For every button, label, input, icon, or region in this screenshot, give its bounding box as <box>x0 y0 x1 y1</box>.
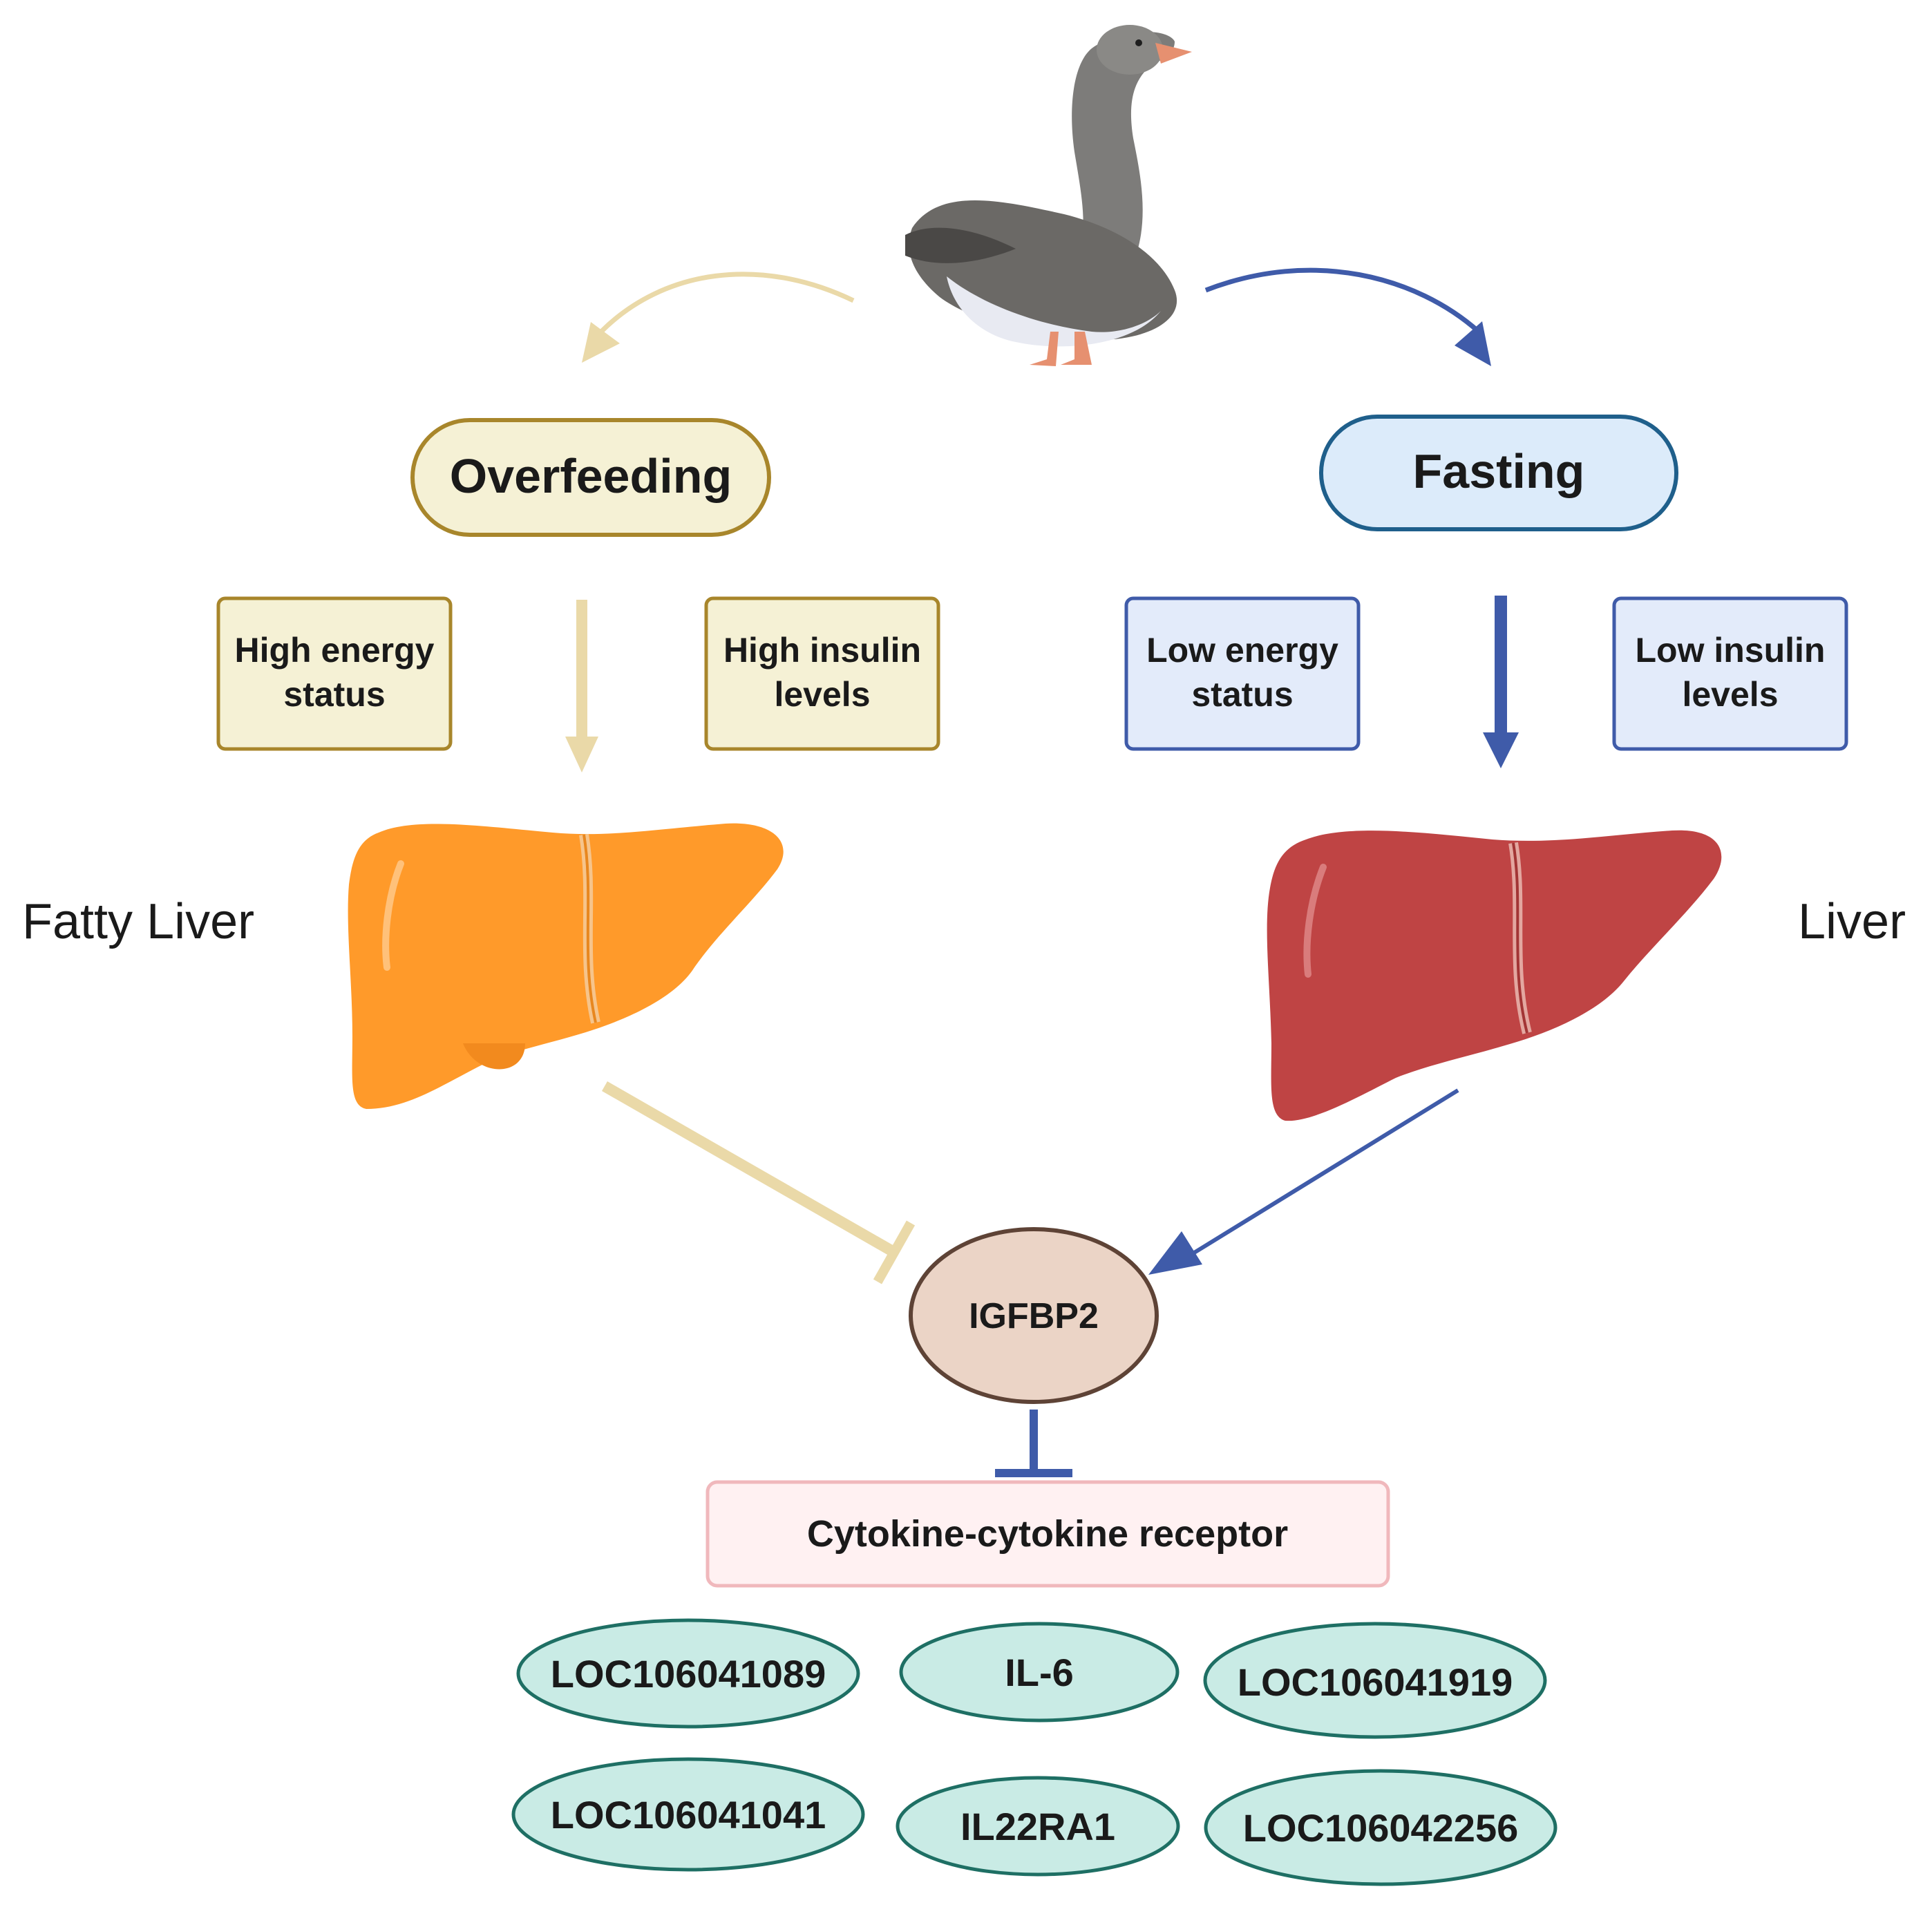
gene-node: LOC106041919 <box>1203 1622 1547 1739</box>
low-energy-line-1: Low energy <box>1146 631 1338 670</box>
fasting-curved-arrowhead <box>1455 321 1491 366</box>
liver-activation-arrowhead <box>1148 1231 1202 1275</box>
gene-node: IL-6 <box>899 1622 1180 1723</box>
fasting-curved-arrow <box>1204 267 1481 334</box>
fasting-down-arrowhead <box>1483 732 1519 768</box>
gene-label: IL-6 <box>1005 1651 1074 1694</box>
gene-label: LOC106041919 <box>1238 1660 1513 1704</box>
fatty-liver-inhibition-line <box>602 1081 894 1255</box>
low-energy-line-2: status <box>1191 675 1293 714</box>
overfeeding-curved-arrow <box>599 272 855 334</box>
gene-label: IL22RA1 <box>960 1805 1115 1848</box>
low-insulin-line-2: levels <box>1682 675 1778 714</box>
gene-node: LOC106041089 <box>516 1618 860 1729</box>
overfeeding-label: Overfeeding <box>450 449 732 503</box>
gene-node: LOC106041041 <box>511 1757 865 1872</box>
igfbp2-node: IGFBP2 <box>909 1227 1159 1404</box>
cytokine-pathway-box: Cytokine-cytokine receptor <box>705 1480 1390 1588</box>
overfeeding-node: Overfeeding <box>410 418 771 537</box>
fatty-liver-inhibition-bar <box>873 1220 916 1284</box>
goose-icon <box>905 25 1192 366</box>
high-insulin-line-2: levels <box>774 675 870 714</box>
low-insulin-line-1: Low insulin <box>1636 631 1826 670</box>
gene-label: LOC106041089 <box>551 1652 826 1696</box>
high-insulin-line-1: High insulin <box>723 631 921 670</box>
overfeeding-down-arrowhead <box>565 737 598 772</box>
high-energy-line-1: High energy <box>235 631 435 670</box>
low-energy-status-box: Low energy status <box>1124 596 1361 751</box>
gene-label: LOC106041041 <box>551 1793 826 1837</box>
fatty-liver-icon <box>348 823 784 1109</box>
liver-icon <box>1267 830 1722 1121</box>
liver-label: Liver <box>1798 894 1906 949</box>
overfeeding-curved-arrowhead <box>582 322 620 363</box>
fatty-liver-label: Fatty Liver <box>22 894 254 949</box>
low-insulin-levels-box: Low insulin levels <box>1612 596 1848 751</box>
high-energy-line-2: status <box>283 675 385 714</box>
fasting-label: Fasting <box>1413 444 1585 498</box>
gene-node: LOC106042256 <box>1204 1769 1557 1886</box>
liver-activation-line <box>1191 1088 1459 1256</box>
fasting-node: Fasting <box>1319 415 1678 531</box>
igfbp2-label: IGFBP2 <box>969 1296 1099 1336</box>
gene-label: LOC106042256 <box>1243 1806 1519 1850</box>
gene-node: IL22RA1 <box>896 1776 1180 1877</box>
high-insulin-levels-box: High insulin levels <box>704 596 940 751</box>
high-energy-status-box: High energy status <box>216 596 453 751</box>
cytokine-pathway-label: Cytokine-cytokine receptor <box>807 1513 1288 1555</box>
